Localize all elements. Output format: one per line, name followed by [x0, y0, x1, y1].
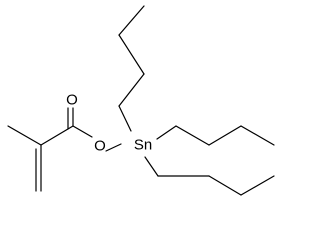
bond-tin-to-right-butyl: [156, 125, 177, 140]
carbonyl-oxygen-label: O: [66, 92, 78, 109]
bond-right-butyl-2: [175, 125, 210, 146]
structure-canvas: O O Sn: [7, 5, 275, 196]
bond-upper-butyl-3: [118, 34, 145, 75]
ester-oxygen-label: O: [94, 138, 106, 155]
bond-upper-butyl-2: [118, 73, 145, 107]
bond-carbonyl-carbon-to-ester-oxygen: [72, 125, 93, 138]
bond-right-butyl-3: [208, 125, 242, 146]
tributyltin-methacrylate-structure: O O Sn: [7, 5, 275, 196]
bond-ester-oxygen-to-tin: [105, 143, 122, 152]
bond-lower-butyl-4: [240, 175, 275, 196]
bond-lower-butyl-3: [208, 175, 242, 196]
bond-methyl-to-alpha-carbon: [7, 125, 42, 146]
bond-tin-to-lower-butyl: [144, 156, 159, 177]
bond-upper-butyl-4: [118, 5, 145, 36]
bond-tin-to-upper-butyl: [118, 105, 132, 132]
tin-atom-label: Sn: [134, 137, 152, 154]
bond-right-butyl-4: [240, 125, 275, 146]
